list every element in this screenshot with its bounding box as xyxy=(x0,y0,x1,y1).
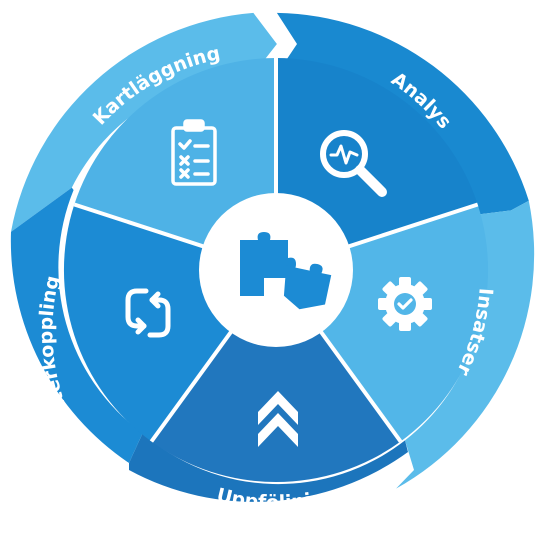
ring-arrow-insatser xyxy=(396,200,535,489)
segment-uppfoljning xyxy=(151,270,401,482)
puzzle-pieces-icon xyxy=(240,232,332,310)
refresh-cycle-icon xyxy=(125,288,171,338)
double-chevron-up-icon xyxy=(258,391,298,447)
ring-arrow-kartlaggning xyxy=(11,12,277,232)
magnifier-pulse-icon xyxy=(320,130,387,197)
ring-arrow-aterkoppling xyxy=(10,187,143,463)
gear-check-icon xyxy=(378,277,432,331)
checklist-clipboard-icon xyxy=(171,119,217,186)
ring-arrow-uppfoljning xyxy=(129,433,408,502)
